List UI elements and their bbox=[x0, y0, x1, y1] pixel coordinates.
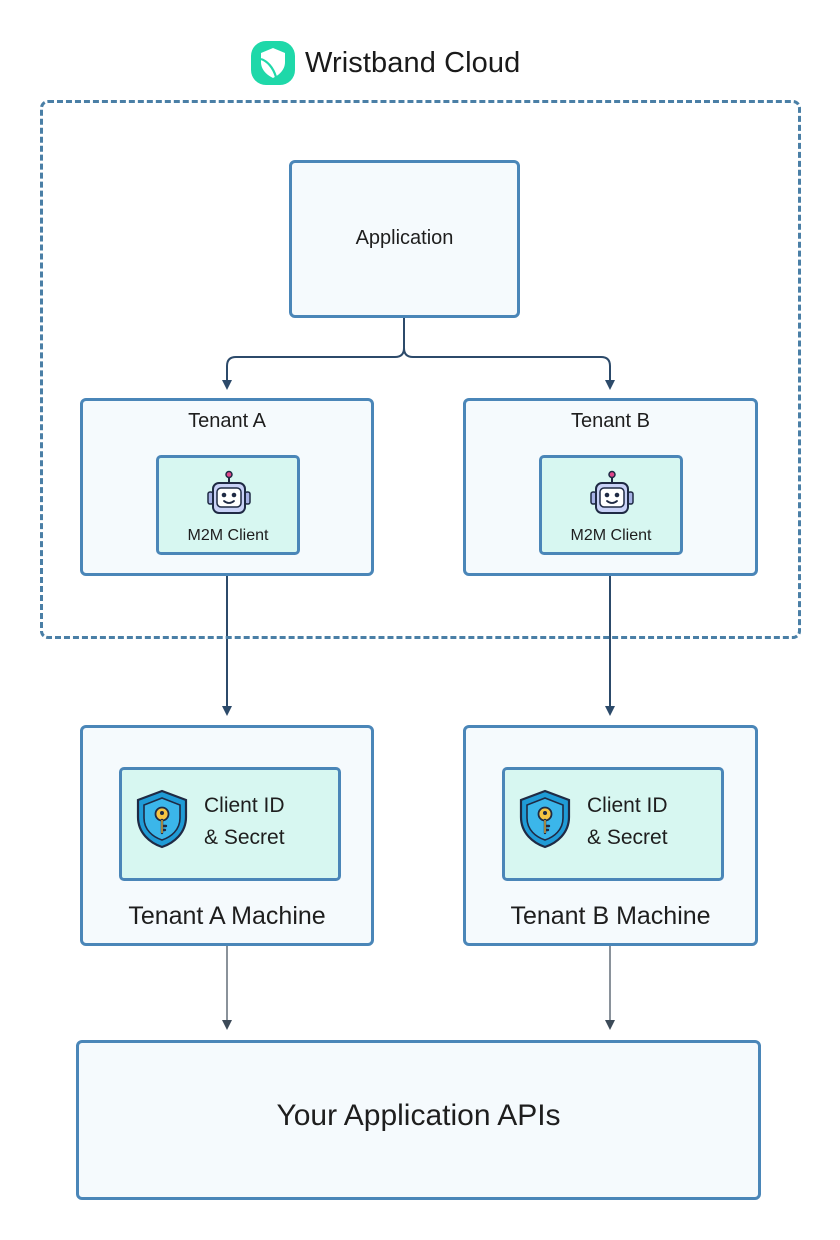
shield-key-icon bbox=[519, 789, 571, 849]
tenant-b-label: Tenant B bbox=[571, 410, 650, 432]
tenant-b-credential-line1: Client ID bbox=[587, 794, 668, 817]
tenant-a-m2m-client-label: M2M Client bbox=[187, 527, 269, 544]
wristband-cloud-boundary bbox=[40, 100, 801, 639]
brand-title: Wristband Cloud bbox=[305, 46, 521, 79]
shield-key-icon bbox=[136, 789, 188, 849]
tenant-a-machine-label: Tenant A Machine bbox=[128, 902, 326, 930]
tenant-a-node: Tenant A M2M Client bbox=[80, 398, 374, 576]
application-apis-node: Your Application APIs bbox=[76, 1040, 761, 1200]
tenant-a-credential-line2: & Secret bbox=[204, 826, 285, 849]
robot-icon bbox=[207, 470, 251, 514]
tenant-b-credential-line2: & Secret bbox=[587, 826, 668, 849]
application-apis-label: Your Application APIs bbox=[276, 1099, 561, 1132]
tenant-b-node: Tenant B M2M Client bbox=[463, 398, 758, 576]
tenant-b-m2m-client: M2M Client bbox=[539, 455, 683, 555]
tenant-b-m2m-client-label: M2M Client bbox=[570, 527, 652, 544]
tenant-b-machine-label: Tenant B Machine bbox=[510, 902, 711, 930]
tenant-a-credentials: Client ID & Secret bbox=[119, 767, 341, 881]
tenant-a-label: Tenant A bbox=[188, 410, 266, 432]
application-node: Application bbox=[289, 160, 520, 318]
robot-icon bbox=[590, 470, 634, 514]
tenant-b-machine-node: Client ID & Secret Tenant B Machine bbox=[463, 725, 758, 946]
brand-header: Wristband Cloud bbox=[250, 40, 520, 86]
application-label: Application bbox=[355, 227, 454, 249]
tenant-a-m2m-client: M2M Client bbox=[156, 455, 300, 555]
tenant-a-machine-node: Client ID & Secret Tenant A Machine bbox=[80, 725, 374, 946]
tenant-b-credentials: Client ID & Secret bbox=[502, 767, 724, 881]
wristband-shield-logo-icon bbox=[251, 41, 295, 85]
tenant-a-credential-line1: Client ID bbox=[204, 794, 285, 817]
